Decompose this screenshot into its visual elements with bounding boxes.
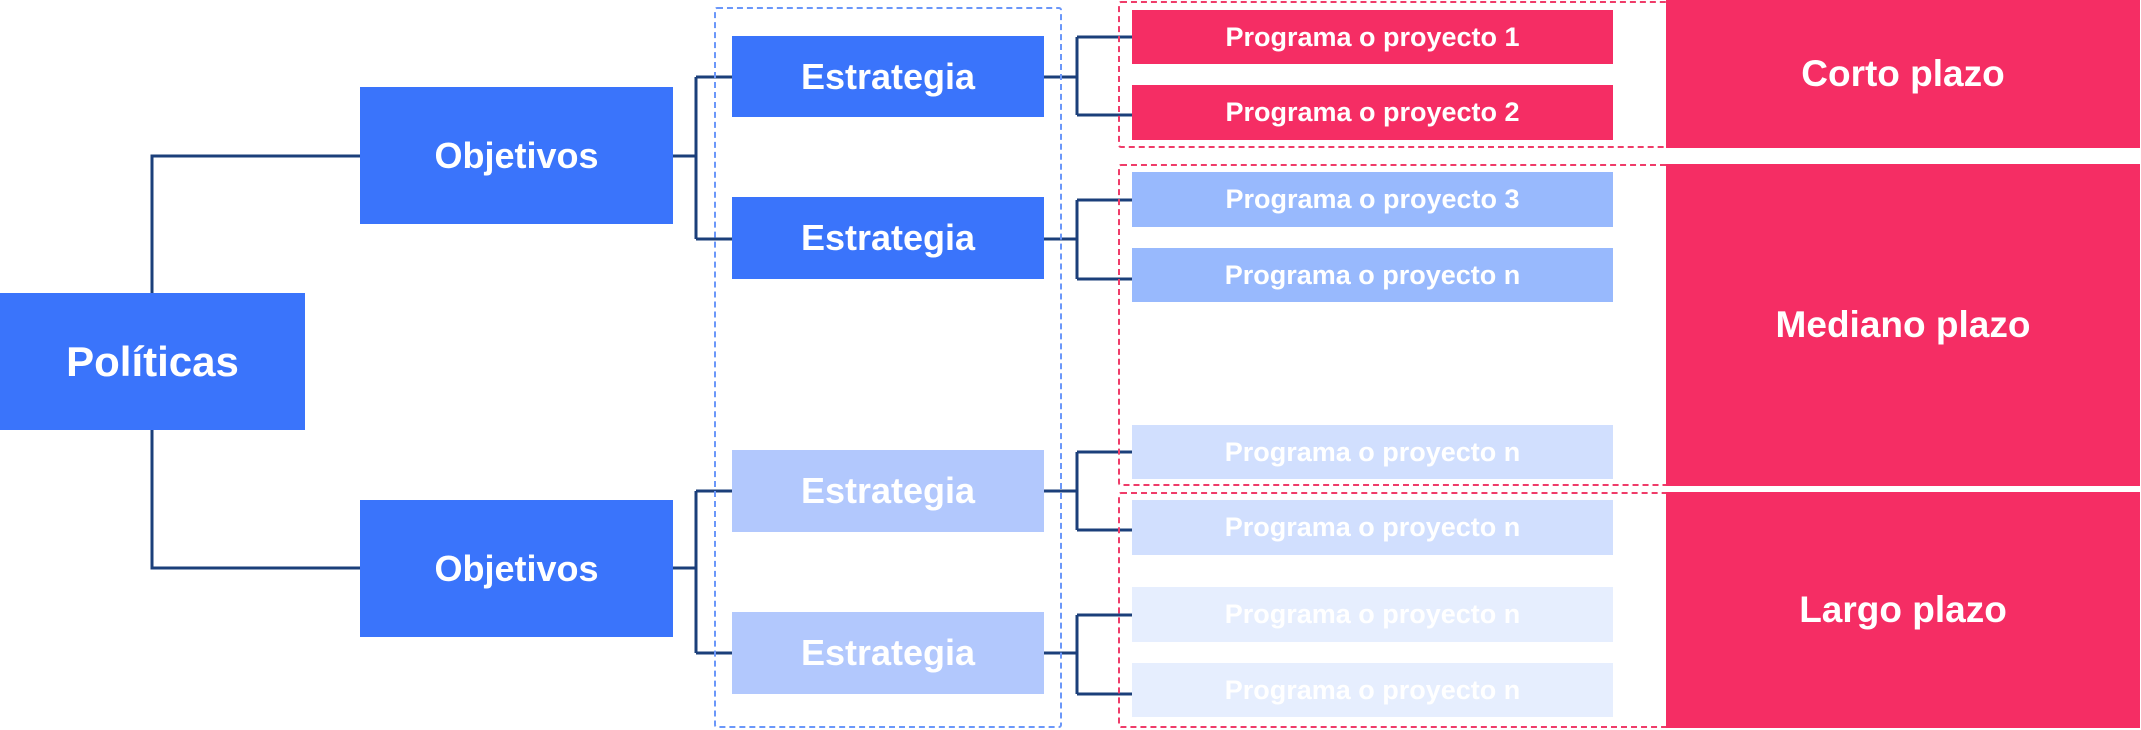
connector-objective-2 xyxy=(672,489,732,655)
program-node-7: Programa o proyecto n xyxy=(1132,587,1613,642)
program-node-4: Programa o proyecto n xyxy=(1132,248,1613,302)
term-short: Corto plazo xyxy=(1666,0,2140,148)
objetivos-node-2: Objetivos xyxy=(360,500,673,637)
term-long: Largo plazo xyxy=(1666,492,2140,728)
connector-root-objectives xyxy=(150,154,360,570)
connector-objective-1 xyxy=(672,75,732,241)
program-node-6: Programa o proyecto n xyxy=(1132,500,1613,555)
term-medium: Mediano plazo xyxy=(1666,164,2140,486)
program-node-1: Programa o proyecto 1 xyxy=(1132,10,1613,64)
estrategia-node-4: Estrategia xyxy=(732,612,1044,694)
program-node-8: Programa o proyecto n xyxy=(1132,663,1613,717)
objetivos-node-1: Objetivos xyxy=(360,87,673,224)
estrategia-node-3: Estrategia xyxy=(732,450,1044,532)
strategies-group-frame xyxy=(714,7,1062,728)
program-node-5: Programa o proyecto n xyxy=(1132,425,1613,479)
politicas-node: Políticas xyxy=(0,293,305,430)
program-node-3: Programa o proyecto 3 xyxy=(1132,172,1613,227)
estrategia-node-2: Estrategia xyxy=(732,197,1044,279)
program-node-2: Programa o proyecto 2 xyxy=(1132,85,1613,140)
estrategia-node-1: Estrategia xyxy=(732,36,1044,117)
